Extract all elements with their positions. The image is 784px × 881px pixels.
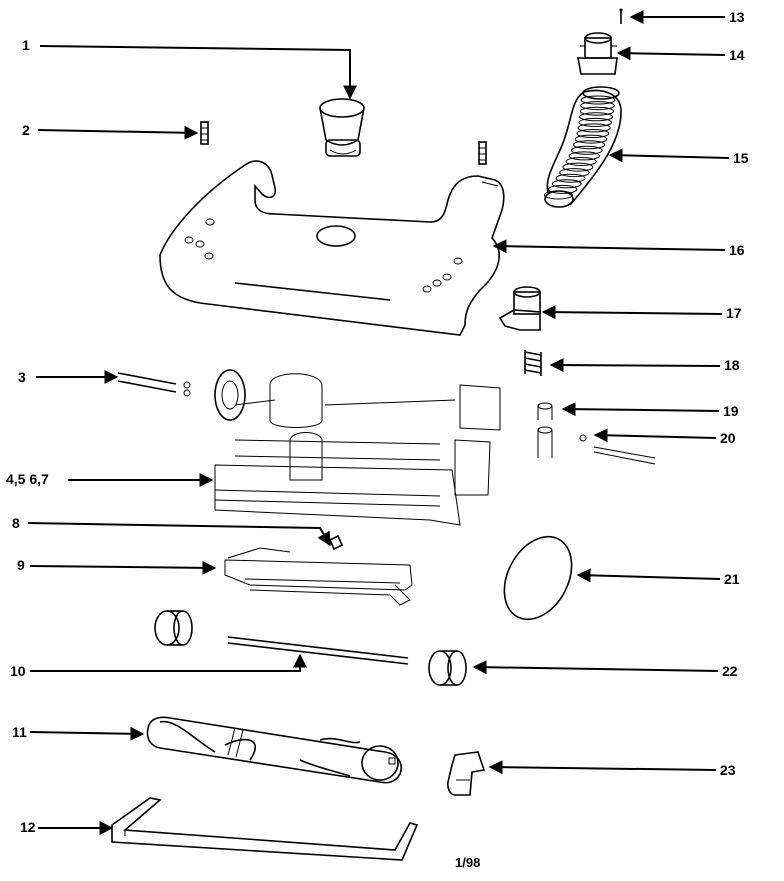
callout-label-22: 22 <box>722 663 738 679</box>
part-23-elbow <box>447 751 486 796</box>
leader-lines <box>27 10 730 835</box>
part-1-hose-connector <box>319 98 365 157</box>
leader-9 <box>29 560 217 575</box>
leader-23 <box>488 760 717 775</box>
hose-ring <box>543 190 573 200</box>
callout-label-17: 17 <box>726 305 742 321</box>
part-9-housing <box>224 547 413 606</box>
part-20-screw <box>579 434 656 465</box>
leader-2 <box>37 125 199 140</box>
part-18-spring <box>524 350 542 376</box>
part-19-bushing <box>537 402 553 458</box>
part-11-brush-roll <box>146 716 402 784</box>
leader-15 <box>608 148 730 163</box>
part-16-top-cover <box>159 160 505 336</box>
leader-21 <box>576 568 721 583</box>
part-15-flexible-hose <box>543 86 622 208</box>
drawing-code: 1/98 <box>455 855 480 870</box>
callout-label-23: 23 <box>720 762 736 778</box>
hose-ring <box>568 151 600 161</box>
callout-label-19: 19 <box>723 403 739 419</box>
part-22-end-cap <box>428 650 467 686</box>
hose-ring <box>579 112 614 122</box>
leader-8 <box>27 522 331 547</box>
callout-label-20: 20 <box>720 430 736 446</box>
callout-label-13: 13 <box>729 9 745 25</box>
callout-label-10: 10 <box>10 663 26 679</box>
hose-ring <box>555 173 586 183</box>
leader-19 <box>561 402 720 417</box>
part-17-valve <box>498 286 541 331</box>
hose-ring <box>570 145 603 155</box>
callout-label-21: 21 <box>724 571 740 587</box>
part-13-pin <box>619 8 623 24</box>
callout-label-9: 9 <box>17 557 25 573</box>
callout-label-2: 2 <box>22 122 30 138</box>
hose-ring <box>577 123 611 133</box>
hose-ring <box>578 117 613 127</box>
callout-label-4-5-6-7: 4,5 6,7 <box>6 471 49 487</box>
hose-ring <box>551 179 582 189</box>
callout-label-15: 15 <box>733 150 749 166</box>
hose-ring <box>573 140 606 150</box>
hose-ring <box>579 106 615 116</box>
hose-ring <box>580 101 615 111</box>
callout-label-18: 18 <box>724 357 740 373</box>
leader-11 <box>29 726 145 741</box>
leader-10 <box>30 653 307 672</box>
hose-ring <box>580 95 616 105</box>
leader-22 <box>472 660 719 675</box>
hose-ring <box>574 134 608 144</box>
part-21-belt <box>503 535 573 621</box>
leader-20 <box>593 428 717 443</box>
part-3-axle-and-wheel <box>117 369 246 421</box>
leader-1 <box>39 45 357 100</box>
callout-label-1: 1 <box>22 37 30 53</box>
part-10-shaft <box>227 636 409 665</box>
callout-label-14: 14 <box>729 47 745 63</box>
part-14-hose-coupling <box>577 32 618 75</box>
part-4-7-base-assembly <box>214 373 501 526</box>
hose-ring <box>547 184 578 194</box>
callout-label-11: 11 <box>12 724 27 740</box>
callout-label-8: 8 <box>12 515 20 531</box>
hose-ring <box>565 157 597 166</box>
callout-label-16: 16 <box>729 242 745 258</box>
part-8-latch <box>328 534 344 551</box>
hose-ring <box>576 129 610 138</box>
leader-16 <box>492 239 726 254</box>
hose-ring <box>559 168 590 178</box>
part-22-end-cap-left <box>154 610 193 646</box>
part-12-bumper <box>111 797 419 861</box>
part-2-clip-second <box>478 141 487 165</box>
leader-14 <box>616 46 726 61</box>
leader-18 <box>549 358 721 373</box>
callout-label-12: 12 <box>20 819 36 835</box>
hose-ring <box>562 162 594 172</box>
part-2-clip <box>200 121 209 145</box>
leader-17 <box>541 305 723 320</box>
callout-label-3: 3 <box>18 369 26 385</box>
